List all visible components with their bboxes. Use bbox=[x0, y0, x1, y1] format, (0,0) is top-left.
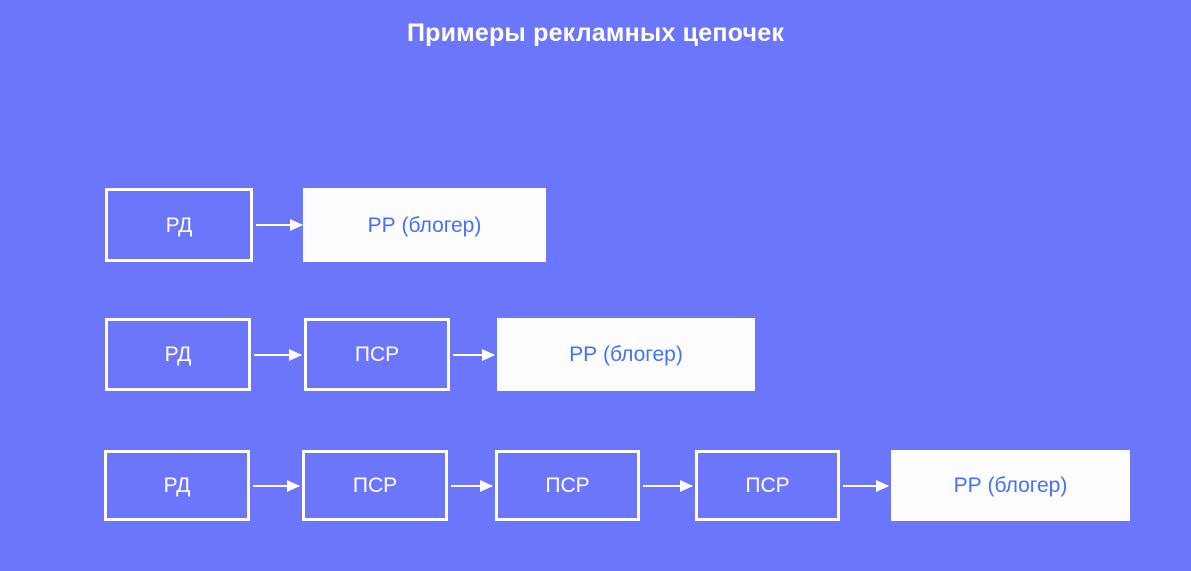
chain-arrow-icon bbox=[253, 485, 299, 487]
chain-node[interactable]: ПСР bbox=[495, 450, 640, 521]
chain-arrow-icon bbox=[843, 485, 888, 487]
chain-node[interactable]: РД bbox=[105, 188, 253, 262]
chain-node[interactable]: РР (блогер) bbox=[891, 450, 1130, 521]
chain-arrow-icon bbox=[643, 485, 692, 487]
chain-arrow-icon bbox=[453, 354, 494, 356]
chain-node[interactable]: ПСР bbox=[304, 318, 450, 391]
chain-arrow-icon bbox=[256, 224, 302, 226]
chain-node[interactable]: РД bbox=[104, 450, 250, 521]
chain-node[interactable]: РД bbox=[105, 318, 251, 391]
chain-arrow-icon bbox=[451, 485, 492, 487]
chain-node[interactable]: РР (блогер) bbox=[303, 188, 546, 262]
page-title: Примеры рекламных цепочек bbox=[406, 19, 785, 47]
chain-arrow-icon bbox=[254, 354, 301, 356]
chain-node[interactable]: ПСР bbox=[695, 450, 840, 521]
chain-node[interactable]: РР (блогер) bbox=[497, 318, 755, 391]
chain-node[interactable]: ПСР bbox=[302, 450, 448, 521]
